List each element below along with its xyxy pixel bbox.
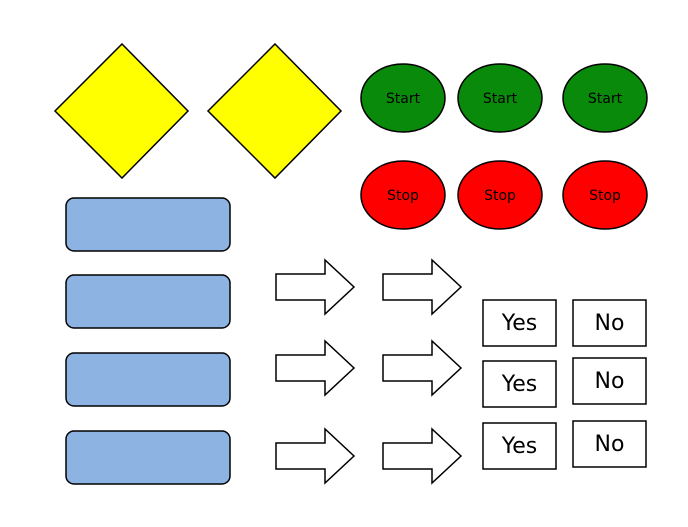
stop-ellipse xyxy=(457,160,543,230)
no-box-frame xyxy=(572,299,647,347)
decision-diamond[interactable] xyxy=(206,42,343,180)
stop-ellipse xyxy=(360,160,446,230)
yes-box[interactable]: Yes xyxy=(482,299,557,347)
yes-box-frame xyxy=(482,422,557,470)
no-box[interactable]: No xyxy=(572,299,647,347)
answer-row: Yes No xyxy=(482,299,647,347)
decision-shapes xyxy=(53,42,343,180)
yes-label: Yes xyxy=(501,434,538,459)
right-arrow-icon[interactable] xyxy=(275,258,356,316)
process-box[interactable] xyxy=(65,430,231,485)
yes-box[interactable]: Yes xyxy=(482,360,557,408)
right-arrow-icon[interactable] xyxy=(275,427,356,485)
right-arrow-icon[interactable] xyxy=(382,258,463,316)
yes-box[interactable]: Yes xyxy=(482,422,557,470)
yes-label: Yes xyxy=(501,372,538,397)
yes-label: Yes xyxy=(501,311,538,336)
process-box[interactable] xyxy=(65,197,231,252)
process-box[interactable] xyxy=(65,274,231,329)
stop-label: Stop xyxy=(484,188,516,204)
stop-terminal[interactable]: Stop xyxy=(457,160,543,230)
no-box[interactable]: No xyxy=(572,357,647,405)
answer-boxes: Yes No Yes No Yes No xyxy=(482,299,647,470)
no-label: No xyxy=(595,369,625,394)
no-box[interactable]: No xyxy=(572,420,647,468)
start-ellipse xyxy=(562,63,648,133)
right-arrow-icon[interactable] xyxy=(382,339,463,397)
stop-terminal[interactable]: Stop xyxy=(562,160,648,230)
start-terminal[interactable]: Start xyxy=(457,63,543,133)
right-arrow-icon[interactable] xyxy=(275,339,356,397)
process-box[interactable] xyxy=(65,352,231,407)
stop-ellipse xyxy=(562,160,648,230)
start-label: Start xyxy=(386,91,421,107)
right-arrow-icon[interactable] xyxy=(382,427,463,485)
no-box-frame xyxy=(572,420,647,468)
start-terminals: Start Start Start xyxy=(360,63,648,133)
decision-diamond[interactable] xyxy=(53,42,190,180)
start-label: Start xyxy=(483,91,518,107)
stop-label: Stop xyxy=(589,188,621,204)
stop-label: Stop xyxy=(387,188,419,204)
start-ellipse xyxy=(457,63,543,133)
no-box-frame xyxy=(572,357,647,405)
start-label: Start xyxy=(588,91,623,107)
arrows xyxy=(275,258,463,485)
yes-box-frame xyxy=(482,299,557,347)
yes-box-frame xyxy=(482,360,557,408)
answer-row: Yes No xyxy=(482,420,647,470)
stop-terminals: Stop Stop Stop xyxy=(360,160,648,230)
start-ellipse xyxy=(360,63,446,133)
no-label: No xyxy=(595,311,625,336)
start-terminal[interactable]: Start xyxy=(360,63,446,133)
stop-terminal[interactable]: Stop xyxy=(360,160,446,230)
no-label: No xyxy=(595,432,625,457)
process-boxes xyxy=(65,197,231,485)
start-terminal[interactable]: Start xyxy=(562,63,648,133)
answer-row: Yes No xyxy=(482,357,647,408)
